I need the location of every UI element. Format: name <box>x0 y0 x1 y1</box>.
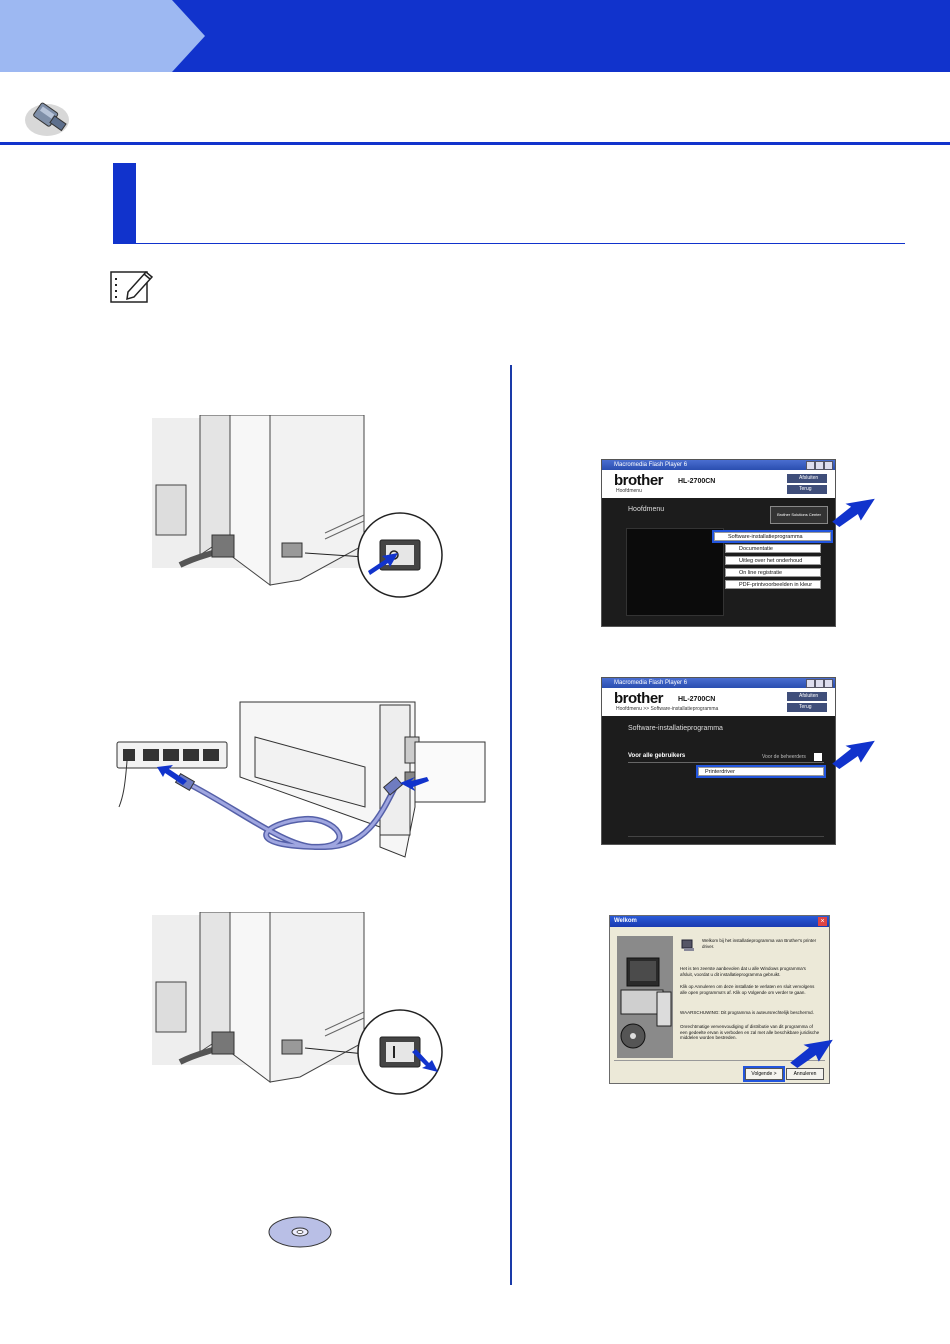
dialog-divider <box>614 1060 825 1061</box>
brand-logo: brother <box>614 690 664 707</box>
printer-power-switch-figure <box>152 415 443 598</box>
group-label: Voor alle gebruikers <box>628 753 686 759</box>
breadcrumb: Hoofdmenu <box>616 488 642 494</box>
paragraph-4: Onrechtmatige vervenvoudiging of distrib… <box>680 1024 820 1040</box>
back-button[interactable]: Terug <box>787 485 827 494</box>
window-title: Macromedia Flash Player 6 <box>602 678 835 688</box>
menu-pdf-samples[interactable]: PDF-printvoorbeelden in kleur <box>725 580 821 589</box>
computer-illustration <box>617 936 673 1058</box>
cancel-button[interactable]: Annuleren <box>786 1068 824 1080</box>
back-button[interactable]: Terug <box>787 703 827 712</box>
divider <box>628 762 824 763</box>
close-icon[interactable]: × <box>818 917 827 926</box>
footer-divider <box>628 836 824 837</box>
cd-rom-icon <box>268 1216 332 1248</box>
window-header: brother HL-2700CN Hoofdmenu Afsluiten Te… <box>602 470 835 498</box>
welcome-dialog: Welkom × Welkom bij het installatieprogr… <box>609 915 830 1084</box>
header-rule <box>0 142 950 145</box>
warning-text: WAARSCHUWING: Dit programma is auteursre… <box>680 1010 814 1015</box>
pointer-arrow-icon <box>832 498 875 528</box>
section-title: Software-installatieprogramma <box>628 725 723 732</box>
maximize-button[interactable] <box>815 679 824 688</box>
section-rule <box>113 243 905 244</box>
section-marker <box>113 163 136 243</box>
column-divider <box>510 365 512 1285</box>
admin-link[interactable]: Voor de beheerders <box>762 754 806 760</box>
exit-button[interactable]: Afsluiten <box>787 474 827 483</box>
welcome-intro: Welkom bij het installatieprogramma van … <box>702 938 817 949</box>
minimize-button[interactable] <box>806 679 815 688</box>
paragraph-1: Het is ten zeerste aanbevolen dat u alle… <box>680 966 806 977</box>
flash-window-installer: Macromedia Flash Player 6 brother HL-270… <box>601 677 836 845</box>
dialog-title: Welkom <box>610 916 829 927</box>
preview-area <box>626 528 724 616</box>
maximize-button[interactable] <box>815 461 824 470</box>
brand-logo: brother <box>614 472 664 489</box>
minimize-button[interactable] <box>806 461 815 470</box>
window-header: brother HL-2700CN Hoofdmenu >> Software-… <box>602 688 835 716</box>
installer-icon <box>681 939 694 951</box>
window-title: Macromedia Flash Player 6 <box>602 460 835 470</box>
exit-button[interactable]: Afsluiten <box>787 692 827 701</box>
solutions-center-link[interactable]: Brother Solutions Center <box>770 506 828 524</box>
pointer-arrow-icon <box>832 740 875 770</box>
pointer-arrow-icon <box>790 1039 833 1069</box>
close-window-button[interactable] <box>824 679 833 688</box>
menu-documentation[interactable]: Documentatie <box>725 544 821 553</box>
section-title: Hoofdmenu <box>628 506 665 513</box>
model-name: HL-2700CN <box>678 478 716 485</box>
breadcrumb: Hoofdmenu >> Software-installatieprogram… <box>616 706 719 712</box>
menu-online-registration[interactable]: On line registratie <box>725 568 821 577</box>
note-pencil-icon <box>110 270 154 303</box>
flash-window-main-menu: Macromedia Flash Player 6 brother HL-270… <box>601 459 836 627</box>
close-window-button[interactable] <box>824 461 833 470</box>
play-arrow-icon[interactable] <box>814 753 822 761</box>
menu-software-installer[interactable]: Software-installatieprogramma <box>712 530 833 543</box>
paragraph-2: Klik op Annuleren om deze installatie te… <box>680 984 815 995</box>
model-name: HL-2700CN <box>678 696 716 703</box>
printer-driver-button[interactable]: Printerdriver <box>696 765 826 778</box>
step-tab <box>0 0 205 72</box>
network-cable-figure <box>116 701 486 858</box>
ethernet-cable-icon <box>25 102 69 136</box>
printer-power-on-figure <box>152 912 443 1095</box>
menu-maintenance[interactable]: Uitleg over het onderhoud <box>725 556 821 565</box>
next-button[interactable]: Volgende > <box>743 1066 785 1082</box>
